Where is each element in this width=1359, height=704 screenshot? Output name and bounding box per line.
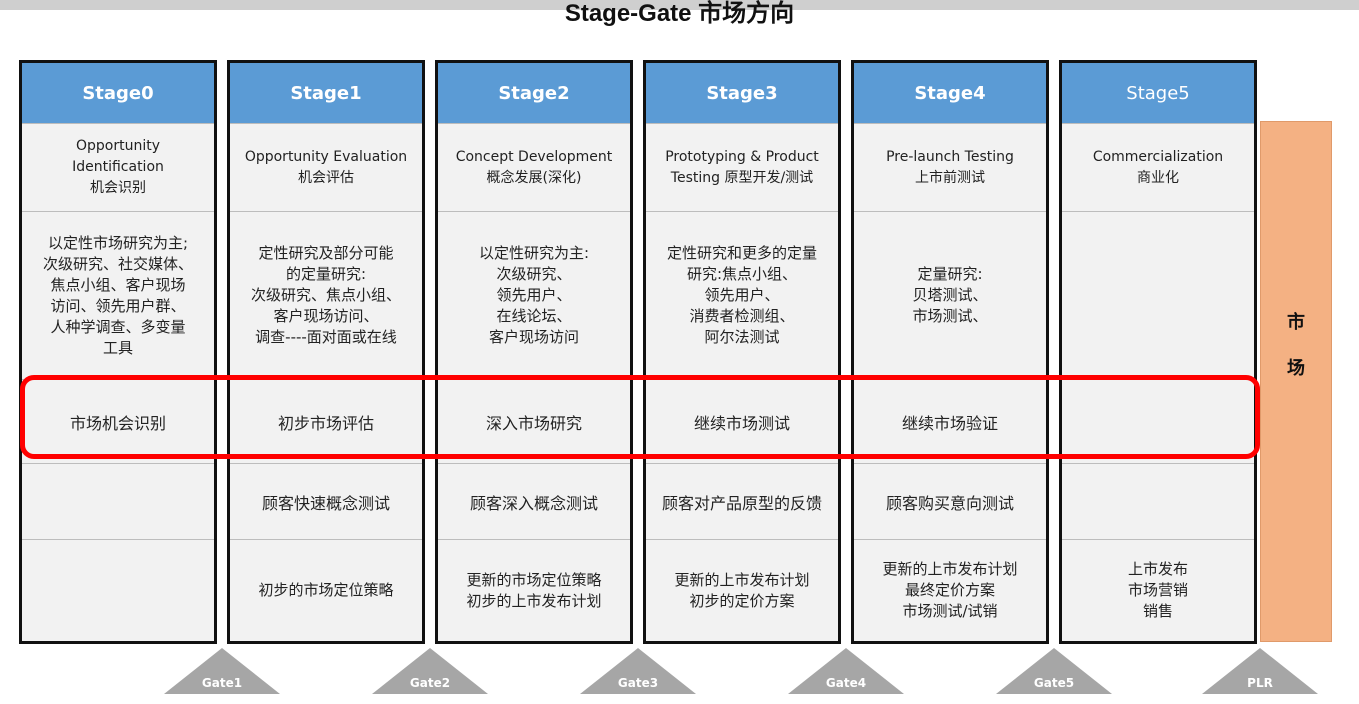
stage-header: Stage0 [22, 63, 214, 123]
stage-column-1: Stage1 Opportunity Evaluation 机会评估 定性研究及… [227, 60, 425, 644]
stage-column-0: Stage0 Opportunity Identification 机会识别 以… [19, 60, 217, 644]
stage-market-activity [1062, 379, 1254, 463]
gate-label: PLR [1247, 676, 1273, 690]
stage-strategy: 更新的上市发布计划 最终定价方案 市场测试/试销 [854, 539, 1046, 641]
stage-market-activity: 初步市场评估 [230, 379, 422, 463]
stage-concept-test: 顾客快速概念测试 [230, 463, 422, 539]
stage-strategy: 初步的市场定位策略 [230, 539, 422, 641]
stage-header: Stage5 [1062, 63, 1254, 123]
stage-name: Opportunity Identification 机会识别 [22, 123, 214, 211]
market-bar-label: 市 场 [1287, 312, 1305, 379]
stage-column-4: Stage4 Pre-launch Testing 上市前测试 定量研究: 贝塔… [851, 60, 1049, 644]
gate-triangle-3 [580, 648, 696, 694]
gate-triangle-1 [164, 648, 280, 694]
stage-concept-test: 顾客对产品原型的反馈 [646, 463, 838, 539]
stage-research: 以定性市场研究为主; 次级研究、社交媒体、 焦点小组、客户现场 访问、领先用户群… [22, 211, 214, 379]
stage-column-3: Stage3 Prototyping & Product Testing 原型开… [643, 60, 841, 644]
stage-header: Stage1 [230, 63, 422, 123]
stage-strategy: 更新的上市发布计划 初步的定价方案 [646, 539, 838, 641]
stage-research: 定量研究: 贝塔测试、 市场测试、 [854, 211, 1046, 379]
stage-research: 以定性研究为主: 次级研究、 领先用户、 在线论坛、 客户现场访问 [438, 211, 630, 379]
gate-triangle-4 [788, 648, 904, 694]
stage-market-activity: 市场机会识别 [22, 379, 214, 463]
stage-research: 定性研究及部分可能 的定量研究: 次级研究、焦点小组、 客户现场访问、 调查--… [230, 211, 422, 379]
top-bar [0, 0, 1359, 10]
gate-label: Gate3 [617, 676, 659, 690]
stage-market-activity: 继续市场验证 [854, 379, 1046, 463]
stage-strategy: 上市发布 市场营销 销售 [1062, 539, 1254, 641]
stage-name: Commercialization 商业化 [1062, 123, 1254, 211]
stage-market-activity: 继续市场测试 [646, 379, 838, 463]
stage-header: Stage4 [854, 63, 1046, 123]
stage-name: Concept Development 概念发展(深化) [438, 123, 630, 211]
stage-concept-test [22, 463, 214, 539]
stage-name: Pre-launch Testing 上市前测试 [854, 123, 1046, 211]
stage-header: Stage3 [646, 63, 838, 123]
stage-strategy: 更新的市场定位策略 初步的上市发布计划 [438, 539, 630, 641]
gate-triangle-plr [1202, 648, 1318, 694]
stage-research [1062, 211, 1254, 379]
gate-label: Gate5 [1033, 676, 1075, 690]
stage-column-5: Stage5 Commercialization 商业化 上市发布 市场营销 销… [1059, 60, 1257, 644]
gate-triangle-2 [372, 648, 488, 694]
market-bar [1260, 121, 1332, 642]
stage-name: Prototyping & Product Testing 原型开发/测试 [646, 123, 838, 211]
gate-triangle-5 [996, 648, 1112, 694]
gate-label: Gate2 [409, 676, 451, 690]
stage-market-activity: 深入市场研究 [438, 379, 630, 463]
stage-concept-test: 顾客购买意向测试 [854, 463, 1046, 539]
stage-column-2: Stage2 Concept Development 概念发展(深化) 以定性研… [435, 60, 633, 644]
stage-concept-test: 顾客深入概念测试 [438, 463, 630, 539]
stage-research: 定性研究和更多的定量 研究:焦点小组、 领先用户、 消费者检测组、 阿尔法测试 [646, 211, 838, 379]
stage-header: Stage2 [438, 63, 630, 123]
gate-label: Gate1 [201, 676, 243, 690]
gate-label: Gate4 [825, 676, 867, 690]
page-title: Stage-Gate 市场方向 [564, 0, 795, 27]
stage-name: Opportunity Evaluation 机会评估 [230, 123, 422, 211]
stage-concept-test [1062, 463, 1254, 539]
stage-strategy [22, 539, 214, 641]
